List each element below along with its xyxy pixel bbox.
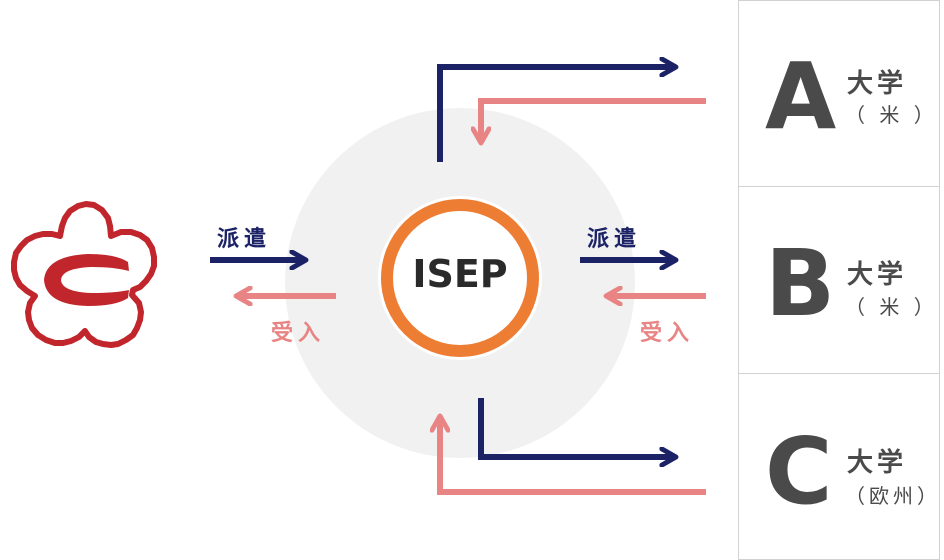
receive-arrow-a	[481, 98, 706, 143]
receive-label-right: 受入	[640, 321, 695, 346]
receive-arrow-c	[440, 416, 706, 495]
university-name: 大学	[847, 260, 908, 290]
university-region: （欧州）	[845, 484, 941, 508]
send-arrow-a	[437, 67, 676, 162]
university-letter: C	[765, 418, 833, 525]
university-c: C 大学 （欧州）	[738, 373, 940, 560]
university-letter: A	[765, 43, 837, 150]
university-region: （ 米 ）	[845, 295, 938, 319]
isep-backdrop	[378, 196, 542, 360]
receive-label-left: 受入	[271, 321, 326, 346]
send-label-right: 派遣	[587, 227, 642, 252]
university-a: A 大学 （ 米 ）	[738, 0, 940, 187]
send-arrow-c	[478, 398, 676, 457]
university-b: B 大学 （ 米 ）	[738, 186, 940, 374]
isep-ring	[381, 199, 539, 357]
logo-c-mark	[44, 254, 129, 306]
plum-blossom-logo	[11, 201, 157, 348]
university-region: （ 米 ）	[845, 103, 938, 127]
university-letter: B	[765, 230, 836, 337]
isep-label: ISEP	[412, 252, 508, 296]
send-label-left: 派遣	[217, 227, 272, 252]
university-name: 大学	[847, 69, 908, 99]
university-name: 大学	[847, 448, 908, 478]
